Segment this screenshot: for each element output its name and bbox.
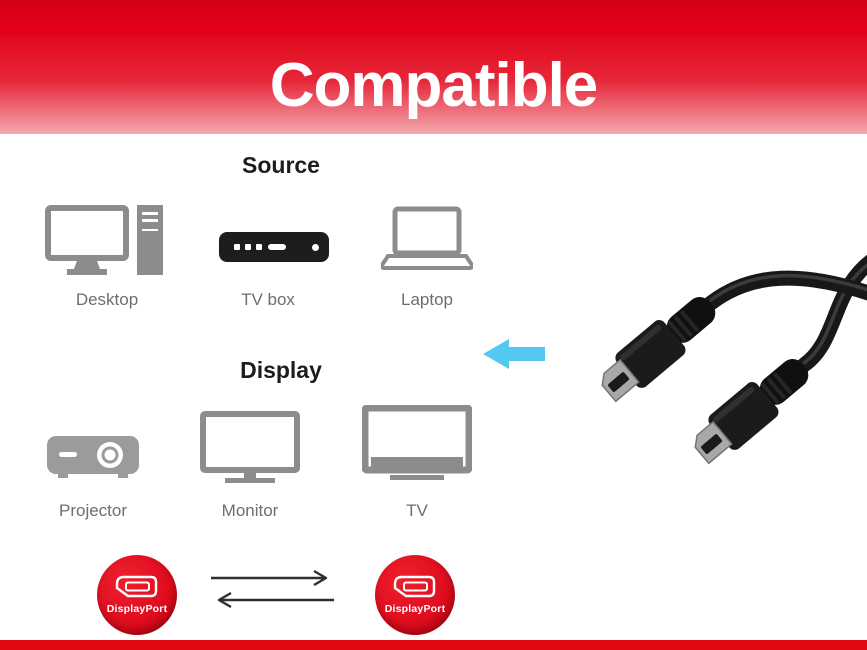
top-red-strip	[0, 0, 867, 36]
tv-icon	[362, 405, 472, 485]
displayport-badge-left: DisplayPort	[97, 555, 177, 635]
display-item-label: Projector	[58, 501, 128, 520]
desktop-icon	[45, 205, 165, 277]
displayport-badge-label: DisplayPort	[384, 603, 446, 615]
laptop-icon	[381, 206, 473, 272]
display-item-label: Monitor	[221, 501, 279, 520]
displayport-icon	[393, 575, 436, 598]
tvbox-icon	[218, 231, 330, 263]
display-item-label: TV	[406, 501, 428, 520]
bottom-red-strip	[0, 640, 867, 650]
projector-icon	[46, 428, 142, 480]
source-item-label: TV box	[241, 290, 295, 309]
banner: Compatible	[0, 36, 867, 134]
bidirectional-arrows-icon	[203, 566, 341, 610]
banner-title: Compatible	[269, 50, 599, 120]
display-heading: Display	[240, 357, 322, 383]
source-heading: Source	[242, 152, 320, 178]
displayport-cable-image	[540, 255, 867, 490]
source-item-label: Desktop	[75, 290, 139, 309]
left-arrow-icon	[483, 337, 545, 371]
displayport-badge-right: DisplayPort	[375, 555, 455, 635]
displayport-badge-label: DisplayPort	[106, 603, 168, 615]
monitor-icon	[200, 411, 300, 483]
displayport-icon	[115, 575, 158, 598]
source-item-label: Laptop	[401, 290, 453, 309]
